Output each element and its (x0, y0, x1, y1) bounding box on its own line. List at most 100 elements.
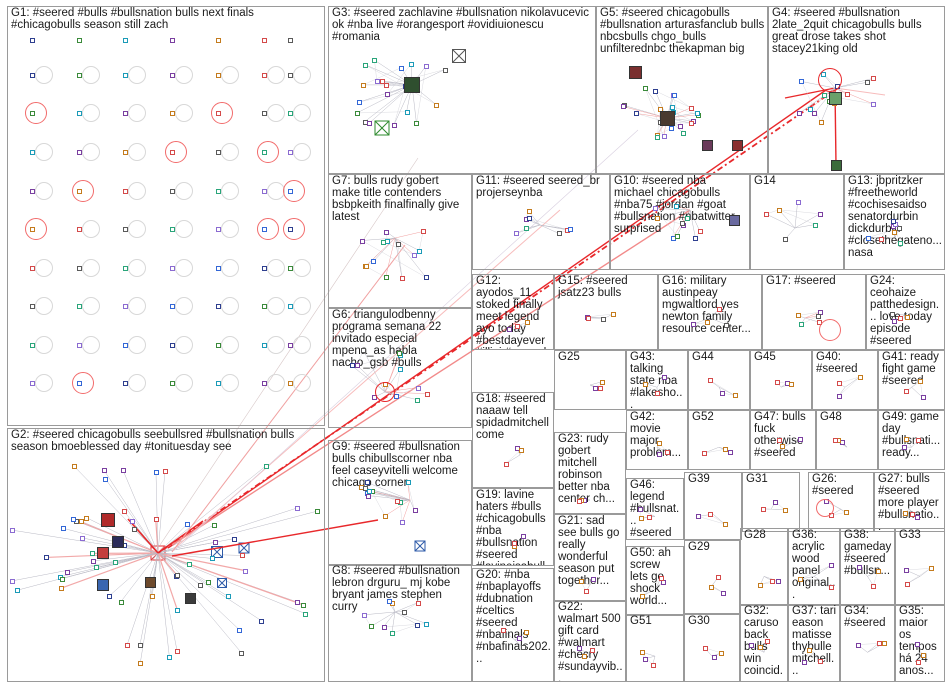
user-node[interactable] (688, 105, 694, 111)
user-node[interactable] (153, 469, 159, 475)
user-node[interactable] (693, 236, 699, 242)
user-node[interactable] (369, 624, 375, 630)
user-node[interactable] (423, 275, 429, 281)
user-node[interactable] (386, 599, 392, 605)
user-node[interactable] (314, 509, 320, 515)
user-node[interactable] (732, 393, 738, 399)
user-node[interactable] (679, 221, 685, 227)
user-node[interactable] (163, 468, 169, 474)
isolate-node[interactable] (123, 111, 128, 116)
user-node[interactable] (414, 121, 420, 127)
user-node[interactable] (705, 320, 711, 326)
isolate-node[interactable] (262, 304, 267, 309)
user-avatar[interactable] (659, 110, 675, 126)
user-node[interactable] (237, 627, 243, 633)
user-node[interactable] (795, 200, 801, 206)
user-node[interactable] (678, 124, 684, 130)
user-node[interactable] (361, 612, 367, 618)
isolate-node[interactable] (77, 150, 82, 155)
user-node[interactable] (655, 215, 661, 221)
user-node[interactable] (871, 76, 877, 82)
user-node[interactable] (512, 541, 518, 547)
user-node[interactable] (101, 468, 107, 474)
user-node[interactable] (723, 447, 729, 453)
user-node[interactable] (797, 437, 803, 443)
user-node[interactable] (120, 467, 126, 473)
user-node[interactable] (10, 578, 15, 584)
user-node[interactable] (640, 594, 646, 600)
isolate-node[interactable] (262, 38, 267, 43)
user-node[interactable] (150, 594, 156, 600)
user-node[interactable] (764, 212, 770, 218)
user-node[interactable] (656, 451, 662, 457)
user-node[interactable] (696, 514, 702, 520)
user-avatar[interactable] (731, 139, 743, 151)
user-node[interactable] (647, 514, 653, 520)
user-node[interactable] (366, 493, 372, 499)
user-node[interactable] (174, 572, 180, 578)
user-node[interactable] (836, 381, 842, 387)
user-node[interactable] (688, 121, 694, 127)
user-node[interactable] (758, 582, 764, 588)
user-node[interactable] (658, 576, 664, 582)
user-node[interactable] (391, 123, 397, 129)
isolate-node[interactable] (170, 227, 175, 232)
user-node[interactable] (901, 444, 907, 450)
user-node[interactable] (600, 317, 606, 323)
user-node[interactable] (898, 315, 904, 321)
user-node[interactable] (153, 517, 159, 523)
user-node[interactable] (707, 378, 713, 384)
user-node[interactable] (584, 588, 590, 594)
user-node[interactable] (404, 109, 410, 115)
user-node[interactable] (806, 648, 812, 654)
user-node[interactable] (526, 209, 532, 215)
user-avatar[interactable] (628, 65, 642, 79)
user-node[interactable] (915, 659, 921, 665)
user-node[interactable] (118, 599, 124, 605)
user-node[interactable] (701, 451, 707, 457)
isolate-node[interactable] (288, 266, 293, 271)
user-node[interactable] (871, 583, 877, 589)
isolate-node[interactable] (30, 73, 35, 78)
user-node[interactable] (385, 239, 391, 245)
user-node[interactable] (65, 569, 71, 575)
user-node[interactable] (58, 586, 64, 592)
isolate-node[interactable] (30, 150, 35, 155)
user-node[interactable] (112, 560, 118, 566)
user-node[interactable] (904, 581, 910, 587)
user-node[interactable] (515, 324, 521, 330)
user-node[interactable] (60, 576, 66, 582)
user-node[interactable] (103, 476, 109, 482)
user-node[interactable] (503, 461, 509, 467)
user-node[interactable] (892, 229, 898, 235)
user-node[interactable] (94, 565, 100, 571)
user-node[interactable] (362, 119, 368, 125)
user-node[interactable] (577, 646, 583, 652)
user-node[interactable] (817, 211, 823, 217)
user-node[interactable] (892, 318, 898, 324)
user-node[interactable] (674, 204, 680, 210)
user-node[interactable] (642, 381, 648, 387)
isolate-node[interactable] (123, 227, 128, 232)
user-node[interactable] (680, 130, 686, 136)
user-node[interactable] (389, 631, 395, 637)
isolate-node[interactable] (123, 381, 128, 386)
user-node[interactable] (384, 229, 390, 235)
user-node[interactable] (870, 101, 876, 107)
user-node[interactable] (43, 555, 49, 561)
user-node[interactable] (382, 513, 388, 519)
user-node[interactable] (642, 656, 648, 662)
user-node[interactable] (702, 645, 708, 651)
user-node[interactable] (910, 512, 916, 518)
user-node[interactable] (209, 556, 215, 562)
isolate-node[interactable] (288, 73, 293, 78)
isolate-node[interactable] (216, 304, 221, 309)
user-node[interactable] (865, 80, 871, 86)
user-node[interactable] (424, 621, 430, 627)
user-node[interactable] (783, 237, 789, 243)
user-node[interactable] (857, 564, 863, 570)
user-node[interactable] (206, 580, 212, 586)
user-node[interactable] (724, 322, 730, 328)
user-node[interactable] (577, 498, 583, 504)
user-node[interactable] (300, 602, 306, 608)
